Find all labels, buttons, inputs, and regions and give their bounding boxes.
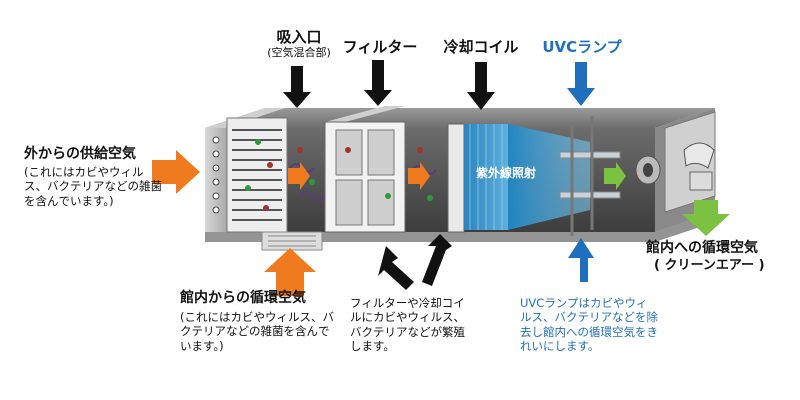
- uvc-pointer-arrow: [567, 62, 595, 106]
- cooling-coil: [447, 123, 508, 233]
- uvc-label: UVCランプ: [542, 38, 622, 56]
- outside-air-title: 外からの供給空気: [24, 146, 136, 162]
- uv-irradiation-label: 紫外線照射: [476, 166, 537, 180]
- uvc-pointer-arrow-head: [568, 238, 594, 258]
- problem-desc: フィルターや冷却コイルにカビやウィルス、バクテリアなどが繁殖します。: [350, 296, 465, 354]
- uvc-pointer-arrow-bottom: [574, 256, 588, 282]
- coil-pointer-arrow: [467, 62, 495, 110]
- outside-air-arrow: [152, 150, 200, 194]
- intake-section: [205, 108, 323, 251]
- return-air-desc: (これにはカビやウィルス、バクテリアなどの雑菌を含んでいます。): [180, 310, 334, 353]
- problem-pointer-arrow-left: [378, 246, 414, 290]
- clean-air-sub: ( クリーンエアー ): [654, 258, 765, 273]
- contaminants: [245, 139, 437, 211]
- clean-air-arrow: [682, 200, 730, 236]
- uv-beam: [508, 124, 590, 230]
- filter-pointer-arrow: [364, 60, 392, 106]
- intake-sub-label: (空気混合部): [267, 46, 331, 59]
- fan-section: [635, 111, 716, 213]
- intake-pointer-arrow: [283, 66, 311, 108]
- internal-flow-arrows: [288, 162, 626, 190]
- uvc-desc: UVCランプはカビやウィルス、バクテリアなどを除去し館内への循環空気をきれいにし…: [520, 296, 658, 354]
- clean-air-title: 館内への循環空気: [646, 240, 758, 256]
- intake-label: 吸入口: [276, 28, 322, 46]
- outside-air-desc: (これにはカビやウィルス、バクテリアなどの雑菌を含んでいます。): [24, 165, 162, 208]
- coil-label: 冷却コイル: [443, 38, 519, 56]
- uvc-lamps: [559, 116, 621, 236]
- problem-pointer-arrow-right: [422, 234, 452, 286]
- filter-frame: [324, 106, 406, 233]
- filter-label: フィルター: [342, 38, 418, 56]
- return-air-arrow: [264, 248, 316, 296]
- return-air-title: 館内からの循環空気: [180, 290, 306, 306]
